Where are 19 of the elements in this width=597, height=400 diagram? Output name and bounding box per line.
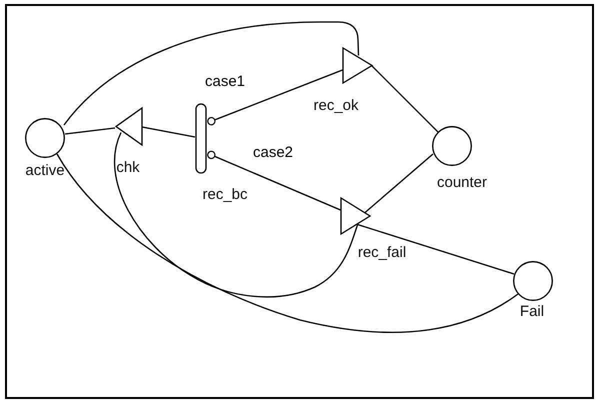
edge-label: case1 (205, 74, 246, 90)
arc-line (64, 127, 116, 135)
node-label: rec_bc (202, 187, 248, 204)
node-label: active (25, 163, 65, 180)
arc-line (207, 69, 343, 126)
arc-line (142, 126, 196, 138)
node-label: rec_ok (313, 98, 359, 114)
node-label: counter (436, 175, 488, 192)
arc-line (56, 154, 518, 333)
arc-line (364, 154, 434, 214)
edge-label: case2 (253, 145, 294, 162)
arc-line (357, 224, 514, 275)
arc-line (114, 132, 358, 298)
arc-line (64, 21, 360, 126)
node-label: Fail (520, 304, 544, 320)
node-label: chk (116, 160, 140, 176)
node-label: rec_fail (358, 245, 406, 262)
arc-line (372, 66, 438, 132)
arc-line (207, 150, 341, 211)
